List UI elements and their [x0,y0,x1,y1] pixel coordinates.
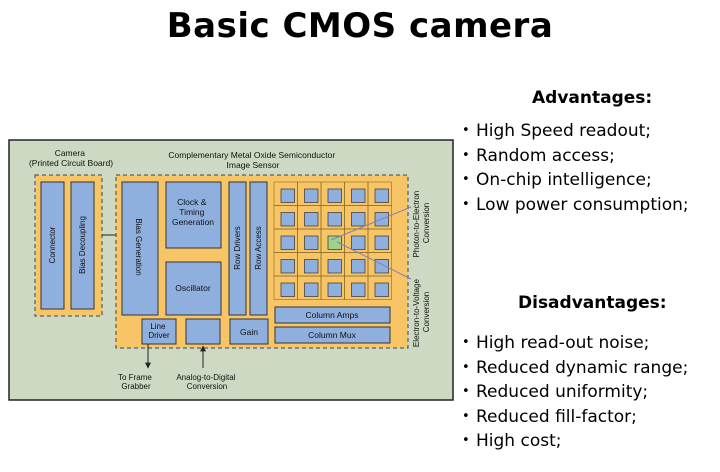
camera-label: Camera (Printed Circuit Board) [29,148,113,168]
advantages-list: High Speed readout; Random access; On-ch… [462,119,689,217]
disadvantage-item: High read-out noise; [462,331,688,356]
clock-timing-block [165,181,222,249]
photodiode [374,188,389,203]
disadvantages-heading: Disadvantages: [518,293,667,313]
advantages-heading: Advantages: [532,88,653,108]
disadvantage-item: Reduced uniformity; [462,380,688,405]
photodiode [280,259,295,274]
photodiode [280,188,295,203]
row-access-block [249,181,268,316]
row-drivers-label: Row Drivers [233,226,242,270]
photodiode [304,259,319,274]
photodiode [304,212,319,227]
photodiode [351,188,366,203]
oscillator-label: Oscillator [175,283,211,293]
disadvantage-item: Reduced dynamic range; [462,356,688,381]
sensor-label: Complementary Metal Oxide Semiconductor … [168,150,337,170]
cmos-camera-diagram: Camera (Printed Circuit Board) Complemen… [8,139,454,401]
adc-block [185,318,221,345]
photodiode [304,282,319,297]
photon-conversion-label: Photon-to-Electron Conversion [412,189,431,258]
adc-label: Analog-to-Digital Conversion [176,373,237,391]
photodiode [280,235,295,250]
slide-title: Basic CMOS camera [166,6,554,46]
oscillator-block [165,261,222,316]
row-drivers-block [228,181,247,316]
column-amps-block [274,306,391,324]
advantage-item: Low power consumption; [462,193,689,218]
photodiode [351,259,366,274]
disadvantage-item: High cost; [462,429,688,454]
disadvantages-list: High read-out noise; Reduced dynamic ran… [462,331,688,454]
pixel-array [273,181,392,300]
column-mux-block [274,326,391,344]
photodiode [280,212,295,227]
line-driver-label: Line Driver [148,322,170,340]
gain-block [229,318,269,345]
photodiode [304,188,319,203]
line-driver-block [141,318,177,345]
photodiode [374,235,389,250]
photodiode [351,235,366,250]
advantage-item: On-chip intelligence; [462,168,689,193]
photodiode [374,282,389,297]
electron-callout-line [336,241,412,280]
advantage-item: Random access; [462,144,689,169]
disadvantage-item: Reduced fill-factor; [462,405,688,430]
electron-conversion-label: Electron-to-Voltage Conversion [412,277,431,347]
photodiode [327,212,342,227]
connector-label: Connector [48,226,57,263]
bias-generation-label: Bias Generation [134,218,143,275]
photodiode [327,282,342,297]
connector-block [40,181,65,310]
diagram-svg: Camera (Printed Circuit Board) Complemen… [8,139,454,401]
column-amps-label: Column Amps [306,310,359,320]
pixel-cell [367,275,392,300]
bias-decoupling-block [70,181,95,310]
bias-decoupling-label: Bias Decoupling [78,216,87,274]
frame-grabber-label: To Frame Grabber [118,373,154,391]
gain-label: Gain [240,327,258,337]
row-access-label: Row Access [254,226,263,270]
photodiode [351,212,366,227]
clock-timing-label: Clock & Timing Generation [172,197,214,227]
photodiode [351,282,366,297]
photodiode [327,259,342,274]
bias-generation-block [121,181,159,316]
photodiode [280,282,295,297]
column-mux-label: Column Mux [308,330,356,340]
photodiode [304,235,319,250]
photon-callout-line [330,206,412,241]
advantage-item: High Speed readout; [462,119,689,144]
photodiode [327,188,342,203]
